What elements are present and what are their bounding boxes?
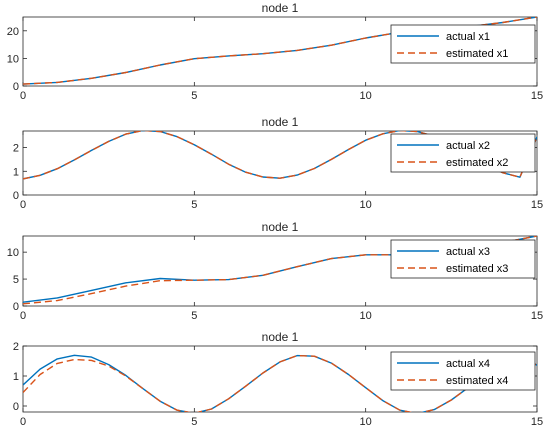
legend-label: estimated x4 — [446, 375, 508, 387]
y-tick-label: 0 — [13, 81, 19, 93]
x-tick-label: 5 — [191, 199, 197, 211]
legend-box — [390, 351, 536, 391]
y-tick-label: 2 — [13, 143, 19, 155]
subplot-2: node 1 0 5 10 15 0 1 2 actual x2 estimated x2 — [13, 115, 543, 211]
y-tick-label: 20 — [7, 26, 19, 38]
subplot-title: node 1 — [262, 115, 299, 129]
y-tick-label: 0 — [13, 401, 19, 413]
series-group — [23, 354, 537, 412]
x-tick-label: 0 — [20, 199, 26, 211]
x-tick-label: 10 — [360, 416, 372, 428]
x-tick-label: 15 — [531, 90, 543, 102]
legend: actual x3 estimated x3 — [390, 239, 536, 279]
x-tick-label: 15 — [531, 416, 543, 428]
x-tick-label: 15 — [531, 310, 543, 322]
x-tick-label: 5 — [191, 416, 197, 428]
x-tick-label: 5 — [191, 310, 197, 322]
y-tick-label: 1 — [13, 371, 19, 383]
y-tick-label: 0 — [13, 301, 19, 313]
x-tick-label: 0 — [20, 310, 26, 322]
series-line-estimated — [23, 131, 537, 180]
legend-label: actual x4 — [446, 358, 490, 370]
x-tick-label: 10 — [360, 310, 372, 322]
x-tick-label: 0 — [20, 90, 26, 102]
legend-label: actual x1 — [446, 31, 490, 43]
legend-label: actual x3 — [446, 246, 490, 258]
subplot-title: node 1 — [262, 330, 299, 344]
y-tick-label: 10 — [7, 53, 19, 65]
subplot-title: node 1 — [262, 220, 299, 234]
subplot-3: node 1 0 5 10 15 0 5 10 actual x3 estimated x3 — [7, 220, 543, 322]
legend-label: actual x2 — [446, 140, 490, 152]
legend-box — [390, 239, 536, 279]
legend-label: estimated x3 — [446, 263, 508, 275]
legend-label: estimated x1 — [446, 48, 508, 60]
series-line-estimated — [23, 354, 537, 412]
y-tick-label: 10 — [7, 247, 19, 259]
legend: actual x2 estimated x2 — [390, 133, 536, 173]
y-tick-label: 0 — [13, 190, 19, 202]
legend-label: estimated x2 — [446, 157, 508, 169]
subplot-title: node 1 — [262, 1, 299, 15]
x-tick-label: 10 — [360, 199, 372, 211]
legend: actual x4 estimated x4 — [390, 351, 536, 391]
x-tick-label: 10 — [360, 90, 372, 102]
legend: actual x1 estimated x1 — [390, 24, 536, 64]
y-tick-label: 1 — [13, 166, 19, 178]
y-tick-label: 5 — [13, 274, 19, 286]
legend-box — [390, 24, 536, 64]
legend-box — [390, 133, 536, 173]
subplot-4: node 1 0 5 10 15 0 1 2 actual x4 estimated x4 — [13, 330, 543, 428]
subplot-1: node 1 0 5 10 15 0 10 20 actual x1 estimated x1 — [7, 1, 543, 102]
x-tick-label: 0 — [20, 416, 26, 428]
x-tick-label: 5 — [191, 90, 197, 102]
x-tick-label: 15 — [531, 199, 543, 211]
y-tick-label: 2 — [13, 341, 19, 353]
